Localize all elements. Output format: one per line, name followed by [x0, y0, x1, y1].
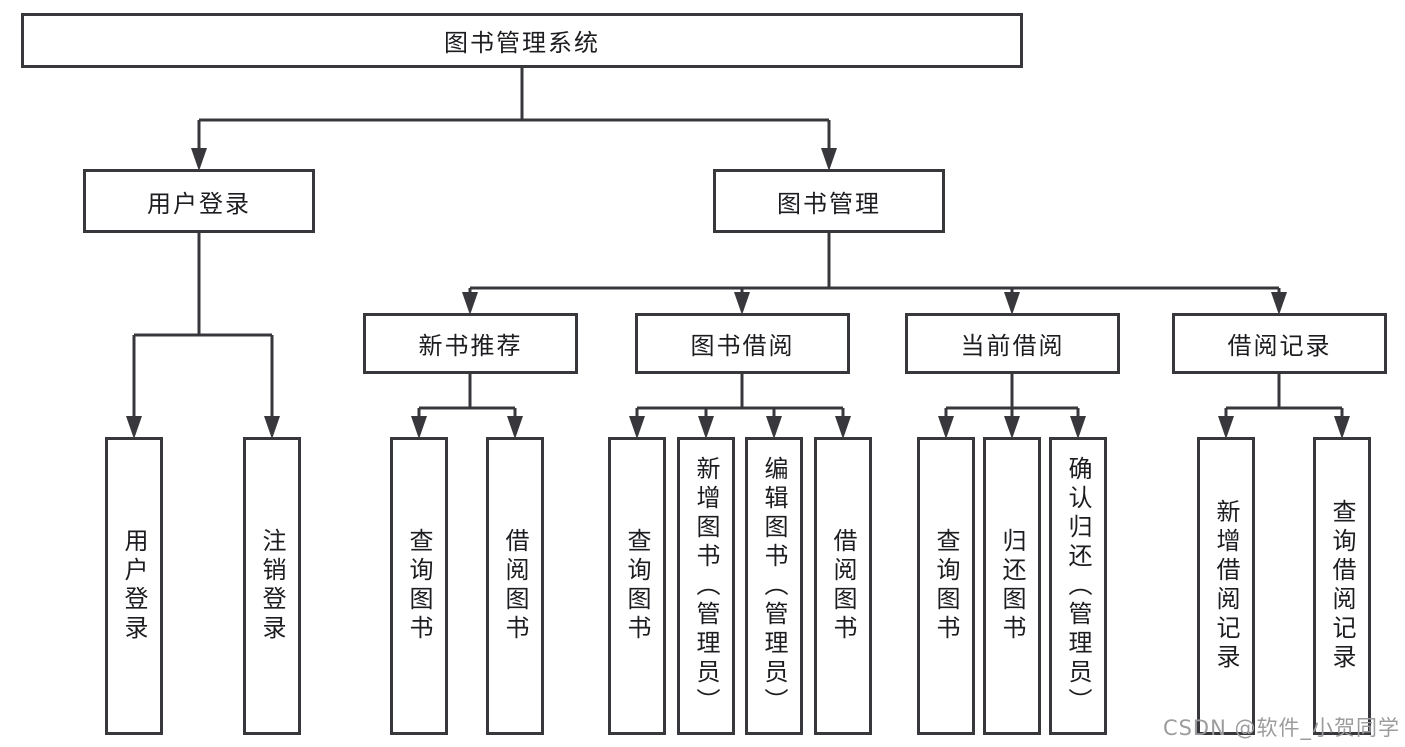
- node-current-borrow: 当前借阅: [905, 313, 1120, 374]
- node-book-management: 图书管理: [713, 169, 945, 233]
- leaf-borrow-books-recommend: 借阅图书: [486, 437, 544, 735]
- node-new-book-recommend: 新书推荐: [363, 313, 578, 374]
- node-borrow-records: 借阅记录: [1172, 313, 1387, 374]
- leaf-logout: 注销登录: [243, 437, 301, 735]
- leaf-edit-book-admin: 编辑图书（管理员）: [745, 437, 803, 735]
- leaf-add-book-admin: 新增图书（管理员）: [677, 437, 735, 735]
- leaf-borrow-books: 借阅图书: [814, 437, 872, 735]
- leaf-query-borrow-record: 查询借阅记录: [1313, 437, 1371, 735]
- leaf-confirm-return-admin: 确认归还（管理员）: [1049, 437, 1107, 735]
- csdn-watermark: CSDN @软件_小贺同学: [1162, 716, 1400, 740]
- leaf-add-borrow-record: 新增借阅记录: [1197, 437, 1255, 735]
- leaf-query-books-recommend: 查询图书: [390, 437, 448, 735]
- leaf-user-login: 用户登录: [105, 437, 163, 735]
- leaf-query-books-borrow: 查询图书: [608, 437, 666, 735]
- node-user-login: 用户登录: [83, 169, 315, 233]
- leaf-return-books: 归还图书: [983, 437, 1041, 735]
- node-book-borrow: 图书借阅: [635, 313, 850, 374]
- leaf-query-books-current: 查询图书: [917, 437, 975, 735]
- node-library-management-system: 图书管理系统: [21, 13, 1023, 68]
